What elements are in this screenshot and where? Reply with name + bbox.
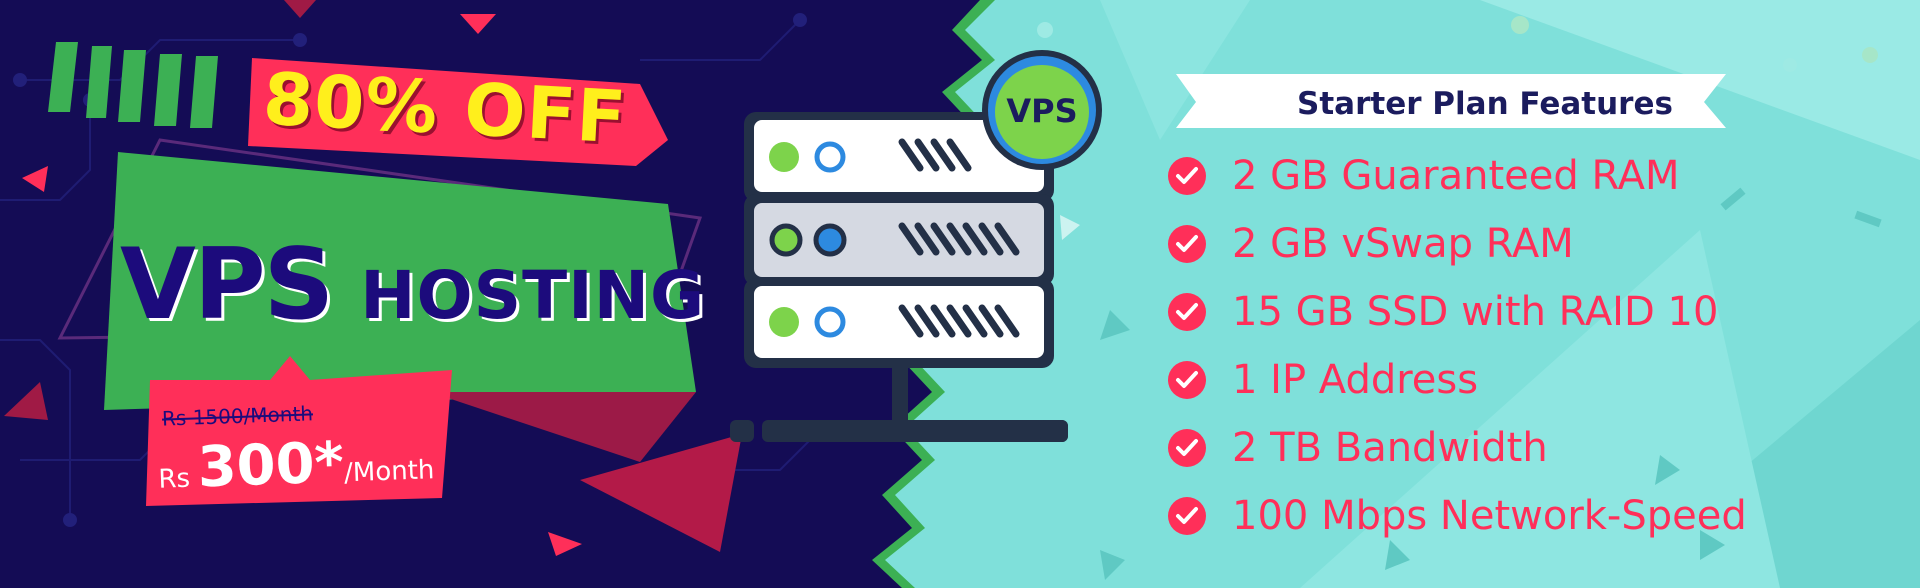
check-icon bbox=[1168, 361, 1206, 399]
feature-item: 2 TB Bandwidth bbox=[1168, 414, 1908, 482]
check-icon bbox=[1168, 157, 1206, 195]
feature-text: 2 TB Bandwidth bbox=[1232, 425, 1548, 471]
feature-item: 15 GB SSD with RAID 10 bbox=[1168, 278, 1908, 346]
features-title: Starter Plan Features bbox=[1297, 86, 1673, 122]
feature-text: 100 Mbps Network-Speed bbox=[1232, 493, 1747, 539]
feature-text: 15 GB SSD with RAID 10 bbox=[1232, 289, 1719, 335]
check-icon bbox=[1168, 225, 1206, 263]
server-icon bbox=[730, 112, 1068, 442]
feature-text: 2 GB vSwap RAM bbox=[1232, 221, 1574, 267]
vps-badge-icon bbox=[982, 50, 1102, 170]
features-list: 2 GB Guaranteed RAM 2 GB vSwap RAM 15 GB… bbox=[1168, 142, 1908, 550]
check-icon bbox=[1168, 497, 1206, 535]
feature-text: 1 IP Address bbox=[1232, 357, 1479, 403]
title-main: VPS bbox=[120, 228, 334, 342]
feature-item: 1 IP Address bbox=[1168, 346, 1908, 414]
feature-text: 2 GB Guaranteed RAM bbox=[1232, 153, 1680, 199]
check-icon bbox=[1168, 429, 1206, 467]
banner-title: VPS HOSTING bbox=[120, 228, 704, 348]
check-icon bbox=[1168, 293, 1206, 331]
price-amount: 300* bbox=[196, 430, 345, 501]
title-sub: HOSTING bbox=[360, 257, 706, 334]
price-period: /Month bbox=[343, 455, 435, 489]
feature-item: 2 GB Guaranteed RAM bbox=[1168, 142, 1908, 210]
feature-item: 2 GB vSwap RAM bbox=[1168, 210, 1908, 278]
feature-item: 100 Mbps Network-Speed bbox=[1168, 482, 1908, 550]
currency-label: Rs bbox=[157, 463, 191, 495]
vps-badge-label: VPS bbox=[1006, 92, 1078, 130]
